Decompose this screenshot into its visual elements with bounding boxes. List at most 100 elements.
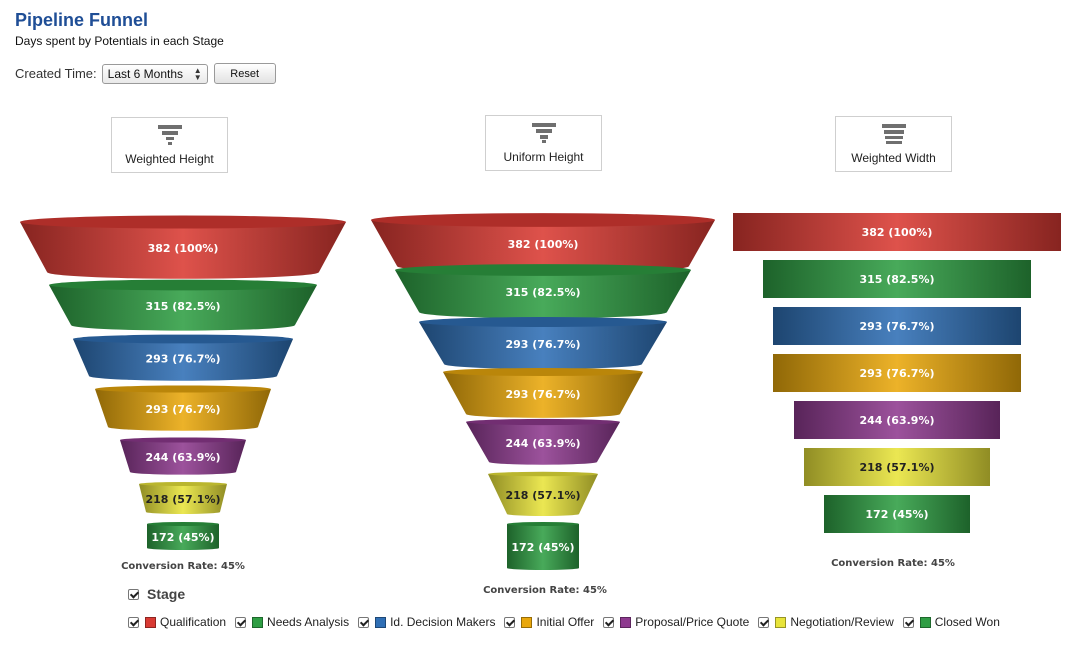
bars-icon xyxy=(881,124,906,144)
legend-swatch xyxy=(775,616,787,628)
funnel-segment-label: 293 (76.7%) xyxy=(145,353,220,366)
legend-checkbox[interactable] xyxy=(902,616,914,628)
page-title: Pipeline Funnel xyxy=(15,10,149,30)
funnel-segment-label: 382 (100%) xyxy=(148,242,219,255)
funnel-segment-top xyxy=(20,215,346,229)
funnel-segment-top xyxy=(49,279,317,291)
funnel-segment-body xyxy=(49,285,317,331)
funnel-segment-top xyxy=(443,368,643,376)
funnel-bar[interactable] xyxy=(804,448,990,486)
funnel-segment-label: 382 (100%) xyxy=(508,238,579,251)
funnel-segment-body xyxy=(443,372,643,418)
legend-label: Closed Won xyxy=(934,615,1000,629)
created-time-value: Last 6 Months xyxy=(107,66,184,81)
funnel-segment-body xyxy=(371,220,715,274)
funnel-segment-label: 315 (82.5%) xyxy=(505,286,580,299)
funnel-bar[interactable] xyxy=(773,354,1021,392)
funnel-segment[interactable] xyxy=(443,368,643,418)
funnel-segment-label: 293 (76.7%) xyxy=(145,403,220,416)
funnel-segment[interactable] xyxy=(371,213,715,274)
funnel-segment-body xyxy=(466,422,620,465)
legend-item[interactable]: Closed Won xyxy=(902,615,1000,629)
funnel-segment-top xyxy=(371,213,715,227)
legend-swatch xyxy=(252,616,264,628)
funnel-segment-top xyxy=(488,471,598,477)
funnel-segment-top xyxy=(507,522,579,526)
funnel-segment-label: 218 (57.1%) xyxy=(505,489,580,502)
funnel-segment-top xyxy=(95,385,271,393)
funnel-segment[interactable] xyxy=(20,215,346,279)
funnel-segment-body xyxy=(20,222,346,279)
funnel-segment[interactable] xyxy=(95,385,271,431)
funnel-segment[interactable] xyxy=(419,317,667,369)
funnel-segment[interactable] xyxy=(49,279,317,331)
funnel-segment-top xyxy=(120,437,246,443)
funnel-bar[interactable] xyxy=(733,213,1061,251)
funnel-icon xyxy=(157,125,182,145)
legend-label: Id. Decision Makers xyxy=(390,615,496,629)
funnel-segment-label: 218 (57.1%) xyxy=(145,493,220,506)
funnel-bar[interactable] xyxy=(824,495,970,533)
funnel-bar[interactable] xyxy=(794,401,1000,439)
funnel-segment-body xyxy=(395,270,691,319)
funnel-segment[interactable] xyxy=(466,418,620,465)
funnel-segment-top xyxy=(419,317,667,327)
funnel-segment[interactable] xyxy=(147,522,219,550)
legend-checkbox[interactable] xyxy=(235,616,247,628)
legend-checkbox[interactable] xyxy=(504,616,516,628)
legend-item[interactable]: Initial Offer xyxy=(504,615,594,629)
legend-swatch xyxy=(521,616,533,628)
uniform-height-label: Uniform Height xyxy=(503,150,584,164)
legend-checkbox[interactable] xyxy=(603,616,615,628)
legend: Stage Qualification Needs Analysis Id. Dec… xyxy=(128,586,1000,629)
legend-item[interactable]: Proposal/Price Quote xyxy=(603,615,749,629)
legend-swatch xyxy=(375,616,387,628)
funnel-segment-body xyxy=(120,440,246,475)
created-time-label: Created Time: xyxy=(15,66,97,81)
funnel-bar-label: 172 (45%) xyxy=(865,508,928,521)
funnel-segment-label: 315 (82.5%) xyxy=(145,300,220,313)
legend-label: Initial Offer xyxy=(536,615,595,629)
funnel-segment[interactable] xyxy=(120,437,246,475)
legend-label: Qualification xyxy=(160,615,227,629)
page-subtitle: Days spent by Potentials in each Stage xyxy=(15,34,224,48)
legend-swatch xyxy=(919,616,931,628)
legend-checkbox[interactable] xyxy=(128,616,139,628)
funnel-segment[interactable] xyxy=(395,264,691,319)
uniform-height-button[interactable]: Uniform Height xyxy=(485,115,602,171)
legend-title-text: Stage xyxy=(147,586,186,602)
funnel-segment-top xyxy=(466,418,620,426)
funnel-segment[interactable] xyxy=(73,334,293,381)
legend-item[interactable]: Needs Analysis xyxy=(235,615,349,629)
funnel-bar[interactable] xyxy=(773,307,1021,345)
funnel-segment-label: 244 (63.9%) xyxy=(145,451,220,464)
stage-checkbox[interactable] xyxy=(128,588,139,600)
funnel-segment[interactable] xyxy=(139,482,227,514)
funnel-segment-label: 172 (45%) xyxy=(511,541,574,554)
funnel-bar[interactable] xyxy=(763,260,1031,298)
funnel-segment-body xyxy=(507,524,579,570)
funnel-bar-label: 293 (76.7%) xyxy=(859,367,934,380)
weighted-width-button[interactable]: Weighted Width xyxy=(835,116,952,172)
conversion-rate-label: Conversion Rate: 45% xyxy=(121,561,245,572)
weighted-height-button[interactable]: Weighted Height xyxy=(111,117,228,173)
select-arrows-icon: ▲▼ xyxy=(193,65,202,82)
legend-label: Proposal/Price Quote xyxy=(635,615,750,629)
legend-item[interactable]: Id. Decision Makers xyxy=(358,615,495,629)
legend-item[interactable]: Negotiation/Review xyxy=(758,615,894,629)
legend-title: Stage xyxy=(128,586,185,602)
legend-checkbox[interactable] xyxy=(758,616,770,628)
reset-button[interactable]: Reset xyxy=(213,63,276,84)
funnel-bar-label: 315 (82.5%) xyxy=(859,273,934,286)
funnel-segment-body xyxy=(73,339,293,381)
funnel-segment[interactable] xyxy=(507,522,579,570)
legend-item[interactable]: Qualification xyxy=(128,615,226,629)
funnel-bar-label: 218 (57.1%) xyxy=(859,461,934,474)
funnel-bar-label: 293 (76.7%) xyxy=(859,320,934,333)
legend-checkbox[interactable] xyxy=(358,616,370,628)
created-time-select[interactable]: Last 6 Months ▲▼ xyxy=(101,63,208,84)
funnel-segment[interactable] xyxy=(488,471,598,516)
funnel-segment-label: 172 (45%) xyxy=(151,531,214,544)
legend-swatch xyxy=(145,616,156,628)
funnel-segment-label: 244 (63.9%) xyxy=(505,437,580,450)
